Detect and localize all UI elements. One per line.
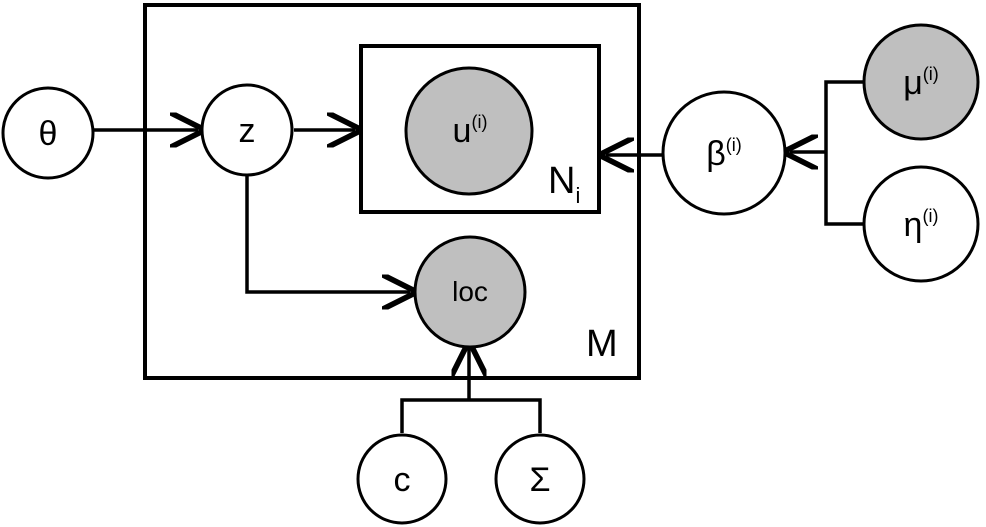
plate-outer [143, 3, 641, 380]
plate-inner-base: N [548, 160, 575, 202]
node-loc: loc [413, 235, 527, 349]
node-beta: β(i) [661, 90, 787, 216]
beta-superscript: (i) [726, 135, 742, 155]
edge-c-sigma-join [400, 398, 542, 433]
node-u: u(i) [404, 66, 534, 196]
beta-label: β(i) [706, 135, 742, 173]
mu-base: μ [903, 64, 923, 102]
u-superscript: (i) [471, 112, 487, 132]
node-c: c [356, 433, 448, 525]
node-eta: η(i) [862, 165, 980, 283]
node-z: z [200, 83, 294, 177]
u-base: u [453, 112, 472, 150]
loc-label: loc [452, 276, 488, 307]
edge-z-loc [245, 174, 410, 292]
c-label: c [394, 461, 411, 499]
eta-superscript: (i) [922, 206, 938, 226]
theta-label: θ [39, 115, 58, 153]
z-label: z [239, 112, 256, 150]
node-mu: μ(i) [862, 23, 980, 141]
mu-superscript: (i) [923, 64, 939, 84]
plate-outer-label: M [586, 323, 618, 365]
plate-inner-label: Ni [548, 160, 580, 208]
mu-label: μ(i) [903, 64, 939, 102]
eta-base: η [904, 206, 923, 244]
beta-base: β [706, 135, 726, 173]
edge-mu-eta-join [824, 80, 864, 226]
eta-label: η(i) [904, 206, 939, 244]
node-theta: θ [1, 86, 95, 180]
u-label: u(i) [453, 112, 488, 150]
node-sigma: Σ [494, 433, 586, 525]
plate-inner-subscript: i [575, 183, 580, 208]
sigma-label: Σ [529, 461, 550, 499]
